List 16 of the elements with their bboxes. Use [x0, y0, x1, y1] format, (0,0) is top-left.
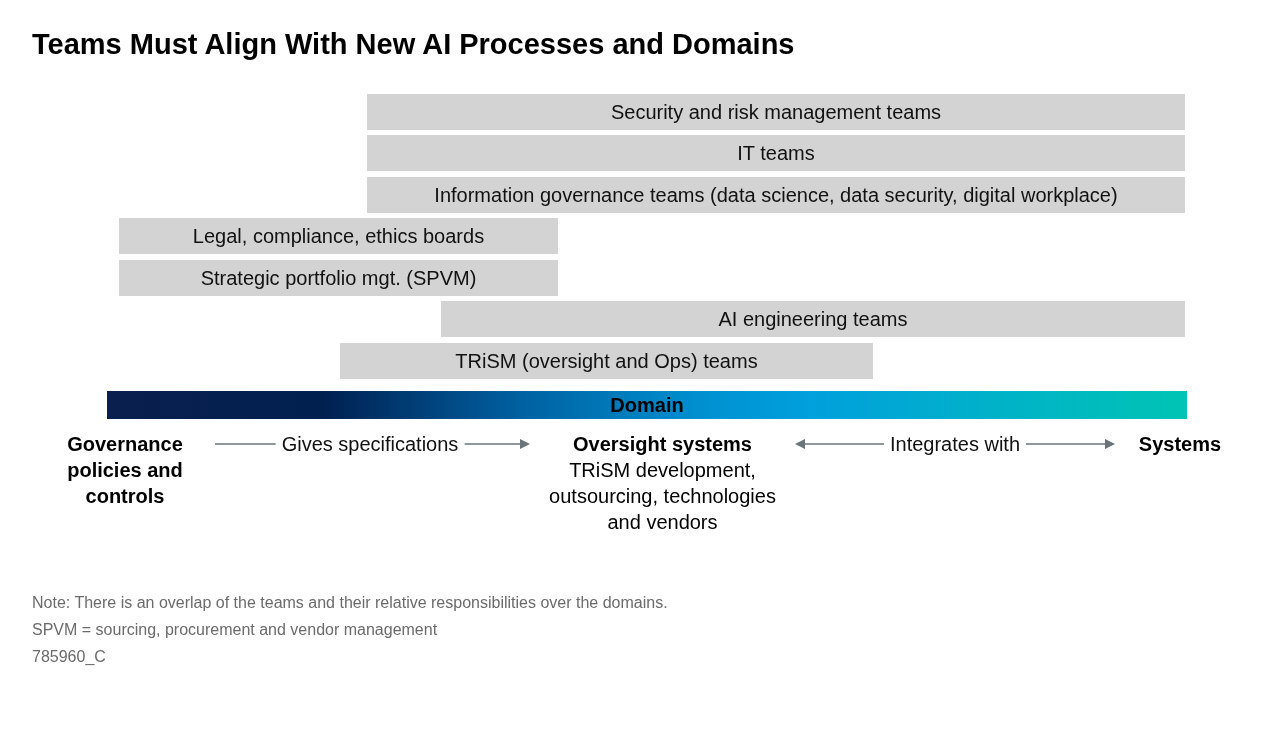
domain-band: Domain	[107, 391, 1187, 419]
team-bar: TRiSM (oversight and Ops) teams	[340, 343, 873, 379]
node-label: Governance policies and controls	[40, 431, 210, 509]
node-heading: Oversight systems	[572, 432, 753, 457]
footnote: Note: There is an overlap of the teams and their relative responsibilities over the domains.	[32, 594, 668, 612]
footnote: SPVM = sourcing, procurement and vendor management	[32, 621, 438, 639]
team-bar: Security and risk management teams	[367, 94, 1185, 130]
team-bar: IT teams	[367, 135, 1185, 171]
team-bar: Information governance teams (data science, data security, digital workplace)	[367, 177, 1185, 213]
team-bar: Strategic portfolio mgt. (SPVM)	[119, 260, 558, 296]
chart-title: Teams Must Align With New AI Processes and Domains	[32, 28, 795, 61]
team-bar: AI engineering teams	[441, 301, 1185, 337]
team-bar: Legal, compliance, ethics boards	[119, 218, 558, 254]
footnote: 785960_C	[32, 648, 106, 666]
node-description: TRiSM development, outsourcing, technologies and vendors	[548, 458, 777, 535]
node-label: Systems	[1115, 431, 1245, 457]
